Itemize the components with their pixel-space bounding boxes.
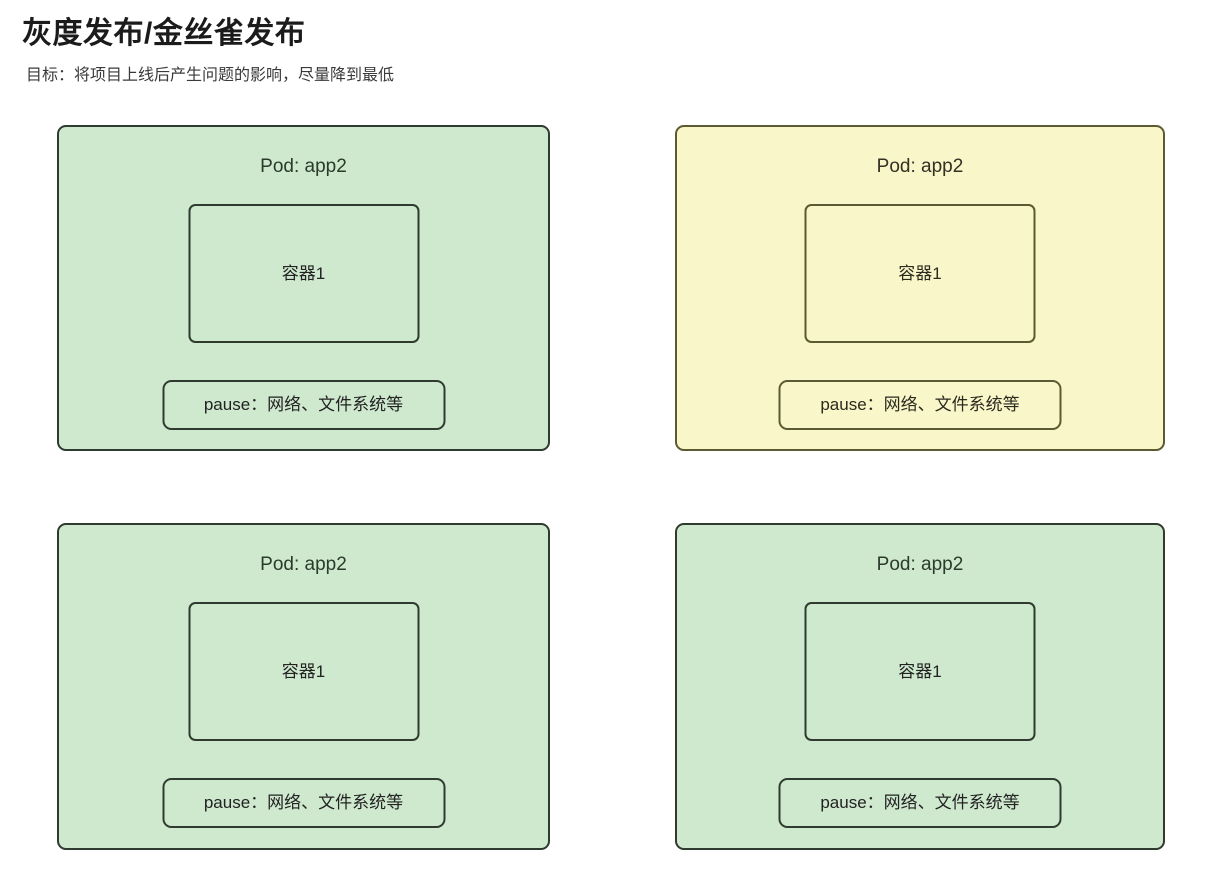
pod-panel-bottom-left: Pod: app2 容器1 pause：网络、文件系统等	[57, 523, 550, 850]
container-label: 容器1	[281, 263, 326, 283]
container-label: 容器1	[898, 263, 942, 283]
pod-title-label: Pod: app2	[260, 156, 347, 177]
pod-panel-top-right: Pod: app2 容器1 pause：网络、文件系统等	[675, 125, 1165, 451]
pause-label: pause：网络、文件系统等	[203, 395, 404, 414]
page-subtitle: 目标：将项目上线后产生问题的影响，尽量降到最低	[26, 67, 395, 84]
container-box: 容器1	[188, 602, 419, 741]
pause-label: pause：网络、文件系统等	[820, 793, 1020, 812]
container-label: 容器1	[898, 661, 942, 681]
page-header: 灰度发布/金丝雀发布 目标：将项目上线后产生问题的影响，尽量降到最低	[22, 14, 1182, 88]
container-box: 容器1	[804, 204, 1036, 343]
pod-title-label: Pod: app2	[876, 554, 964, 575]
pause-box: pause：网络、文件系统等	[162, 778, 445, 828]
pod-panel-bottom-right: Pod: app2 容器1 pause：网络、文件系统等	[675, 523, 1165, 850]
page-title: 灰度发布/金丝雀发布	[22, 17, 306, 50]
pod-panel-top-left: Pod: app2 容器1 pause：网络、文件系统等	[57, 125, 550, 451]
container-box: 容器1	[804, 602, 1036, 741]
pause-box: pause：网络、文件系统等	[778, 778, 1062, 828]
pause-label: pause：网络、文件系统等	[820, 395, 1020, 414]
pod-title-label: Pod: app2	[876, 156, 964, 177]
container-box: 容器1	[188, 204, 419, 343]
pause-box: pause：网络、文件系统等	[778, 380, 1062, 430]
pause-label: pause：网络、文件系统等	[203, 793, 404, 812]
pause-box: pause：网络、文件系统等	[162, 380, 445, 430]
container-label: 容器1	[281, 661, 326, 681]
pod-title-label: Pod: app2	[260, 554, 347, 575]
